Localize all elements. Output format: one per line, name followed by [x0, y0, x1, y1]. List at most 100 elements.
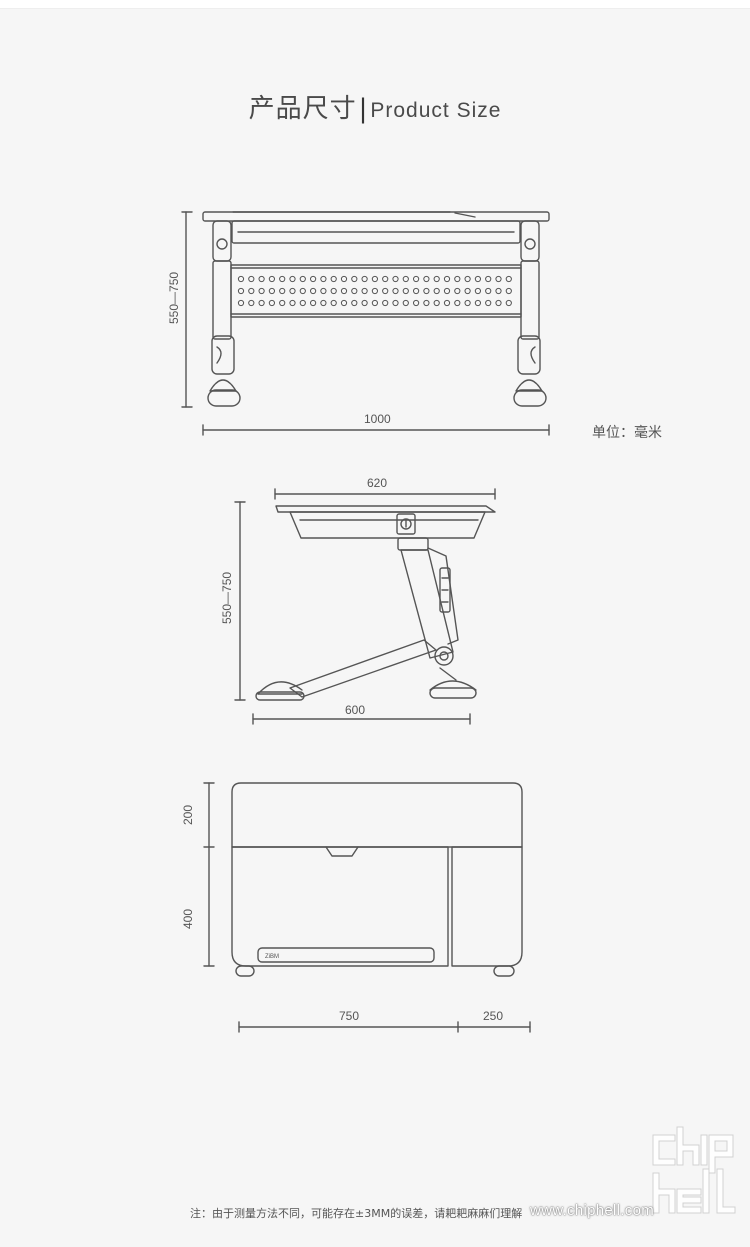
- perforation-dot: [371, 275, 378, 283]
- front-width-label: 1000: [364, 412, 391, 426]
- perforation-dot: [279, 275, 286, 283]
- perforation-dot: [392, 275, 399, 283]
- perforation-dot: [330, 287, 337, 295]
- perforation-dot: [340, 287, 348, 295]
- perforation-dot: [258, 287, 265, 295]
- measurement-note: 注：由于测量方法不同，可能存在±3MM的误差，请耙耙麻麻们理解: [190, 1207, 523, 1220]
- perforation-dot: [320, 275, 327, 283]
- brand-mark: ZiBM: [265, 954, 279, 960]
- perforation-dot: [248, 299, 255, 307]
- perforation-dot: [330, 299, 337, 307]
- perforation-dot: [443, 287, 451, 295]
- perforation-dot: [382, 299, 389, 307]
- perforation-dot: [258, 275, 265, 283]
- perforation-dot: [402, 287, 409, 295]
- perforation-dot: [454, 287, 461, 295]
- perforation-dot: [258, 299, 265, 307]
- perforation-dot: [248, 287, 255, 295]
- perforation-dot: [248, 275, 255, 283]
- perforation-dot: [433, 275, 440, 283]
- perforation-dot: [464, 275, 471, 283]
- perforation-dot: [402, 299, 409, 307]
- perforation-dot: [237, 287, 245, 295]
- perforation-dot: [382, 287, 389, 295]
- top-main-width-label: 750: [339, 1009, 360, 1023]
- perforation-dot: [402, 275, 409, 283]
- perforation-dot: [433, 299, 440, 307]
- perforation-dot: [371, 287, 378, 295]
- perforation-dot: [361, 299, 368, 307]
- side-height-label: 550—750: [220, 571, 234, 624]
- perforation-dot: [495, 275, 502, 283]
- unit-label: 单位：毫米: [592, 425, 662, 441]
- side-top-label: 620: [367, 476, 388, 490]
- perforation-dot: [340, 299, 348, 307]
- perforation-dot: [505, 299, 512, 307]
- perforation-dot: [289, 287, 296, 295]
- perforation-dot: [413, 299, 420, 307]
- perforation-dot: [485, 299, 492, 307]
- title-cn: 产品尺寸: [248, 94, 357, 124]
- perforation-dot: [289, 275, 296, 283]
- perforation-dot: [320, 287, 327, 295]
- page-title: 产品尺寸|Product Size: [0, 88, 750, 125]
- perforation-dot: [485, 287, 492, 295]
- perforation-dot: [268, 287, 275, 295]
- perforation-dot: [495, 299, 502, 307]
- perforation-dot: [289, 299, 296, 307]
- perforation-dot: [279, 287, 286, 295]
- perforation-dot: [310, 275, 317, 283]
- top-upper-height-label: 200: [181, 804, 195, 825]
- perforation-dot: [454, 275, 461, 283]
- perforation-dot: [279, 299, 286, 307]
- title-en: Product Size: [370, 99, 502, 122]
- perforation-dot: [474, 275, 481, 283]
- front-height-label: 550—750: [167, 271, 181, 324]
- perforation-dot: [423, 275, 430, 283]
- perforation-dot: [237, 275, 245, 283]
- perforation-dot: [320, 299, 327, 307]
- top-view-drawing: [203, 782, 531, 1033]
- perforation-dot: [423, 287, 430, 295]
- perforation-dot: [505, 287, 512, 295]
- perforation-dot: [474, 287, 481, 295]
- perforation-dot: [351, 299, 358, 307]
- perforation-dot: [237, 299, 245, 307]
- top-strip: [0, 0, 750, 9]
- perforation-dot: [464, 287, 471, 295]
- perforation-dot: [413, 275, 420, 283]
- perforation-dot: [330, 275, 337, 283]
- perforation-dot: [413, 287, 420, 295]
- perforation-dot: [433, 287, 440, 295]
- perforation-dot: [299, 299, 306, 307]
- perforation-dot: [361, 275, 368, 283]
- perforation-dot: [310, 287, 317, 295]
- top-side-width-label: 250: [483, 1009, 504, 1023]
- perforation-dot: [392, 287, 399, 295]
- watermark-url: www.chiphell.com: [530, 1202, 655, 1219]
- perforation-dot: [423, 299, 430, 307]
- perforation-dot: [299, 287, 306, 295]
- front-view-drawing: [181, 211, 550, 436]
- perforation-dot: [474, 299, 481, 307]
- perforation-dot: [310, 299, 317, 307]
- side-base-label: 600: [345, 703, 366, 717]
- perforation-dot: [268, 275, 275, 283]
- perforation-dot: [454, 299, 461, 307]
- perforation-pattern: [237, 275, 512, 307]
- perforation-dot: [299, 275, 306, 283]
- title-separator: |: [358, 94, 369, 124]
- perforation-dot: [340, 275, 348, 283]
- perforation-dot: [443, 299, 451, 307]
- perforation-dot: [351, 275, 358, 283]
- perforation-dot: [351, 287, 358, 295]
- perforation-dot: [361, 287, 368, 295]
- chiphell-logo: [652, 1126, 736, 1214]
- perforation-dot: [464, 299, 471, 307]
- perforation-dot: [495, 287, 502, 295]
- perforation-dot: [443, 275, 451, 283]
- perforation-dot: [268, 299, 275, 307]
- perforation-dot: [382, 275, 389, 283]
